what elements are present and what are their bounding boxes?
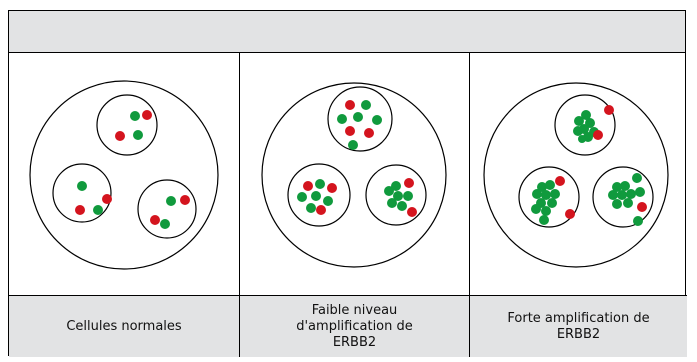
- signal-dots-red: [555, 105, 647, 219]
- low-amplification-diagram: [261, 82, 447, 268]
- panel-normal-cells: [9, 53, 240, 295]
- high-amplification-diagram: [483, 82, 669, 268]
- signal-dots: [531, 110, 645, 226]
- signal-dots: [75, 110, 190, 229]
- figure-table: Cellules normales Faible niveau d'amplif…: [8, 10, 687, 357]
- caption-high-amplification: Forte amplification de ERBB2: [470, 295, 687, 357]
- caption-low-amplification: Faible niveau d'amplification de ERBB2: [240, 295, 470, 357]
- header-band: [9, 11, 685, 53]
- caption-normal-cells: Cellules normales: [9, 295, 240, 357]
- normal-cells-diagram: [29, 80, 219, 270]
- panel-high-amplification: [470, 53, 687, 295]
- cell-nucleus: [96, 94, 158, 156]
- panel-low-amplification: [240, 53, 470, 295]
- cell-nucleus: [137, 179, 197, 239]
- signal-dots: [297, 100, 417, 217]
